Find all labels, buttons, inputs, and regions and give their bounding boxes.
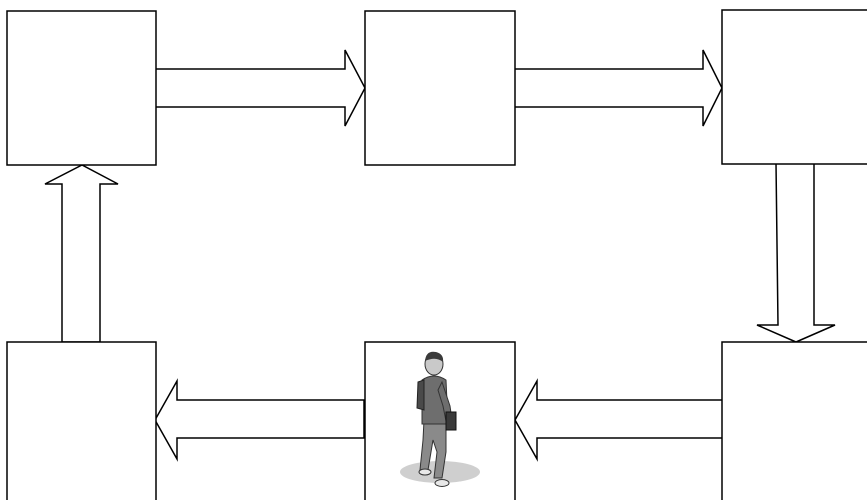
student-walking-figure xyxy=(400,351,480,487)
figure-hair xyxy=(425,351,444,362)
arrow-top-right-to-bottom-right xyxy=(756,162,836,343)
box-bottom-right xyxy=(721,341,867,500)
box-top-left xyxy=(6,10,157,166)
box-top-right xyxy=(721,9,867,165)
box-bottom-left xyxy=(6,341,157,500)
arrow-top-middle-to-top-right xyxy=(513,49,723,127)
box-top-middle xyxy=(364,10,516,166)
figure-legs xyxy=(419,419,447,479)
arrow-bottom-right-to-bottom-middle xyxy=(514,378,724,462)
figure-shoe-left xyxy=(418,468,432,476)
arrow-bottom-middle-to-bottom-left xyxy=(154,378,365,462)
arrow-bottom-left-to-top-left xyxy=(44,164,119,343)
figure-shoe-right xyxy=(434,479,450,487)
arrow-top-left-to-top-middle xyxy=(154,49,366,127)
figure-book xyxy=(445,411,457,431)
figure-backpack xyxy=(416,379,425,411)
